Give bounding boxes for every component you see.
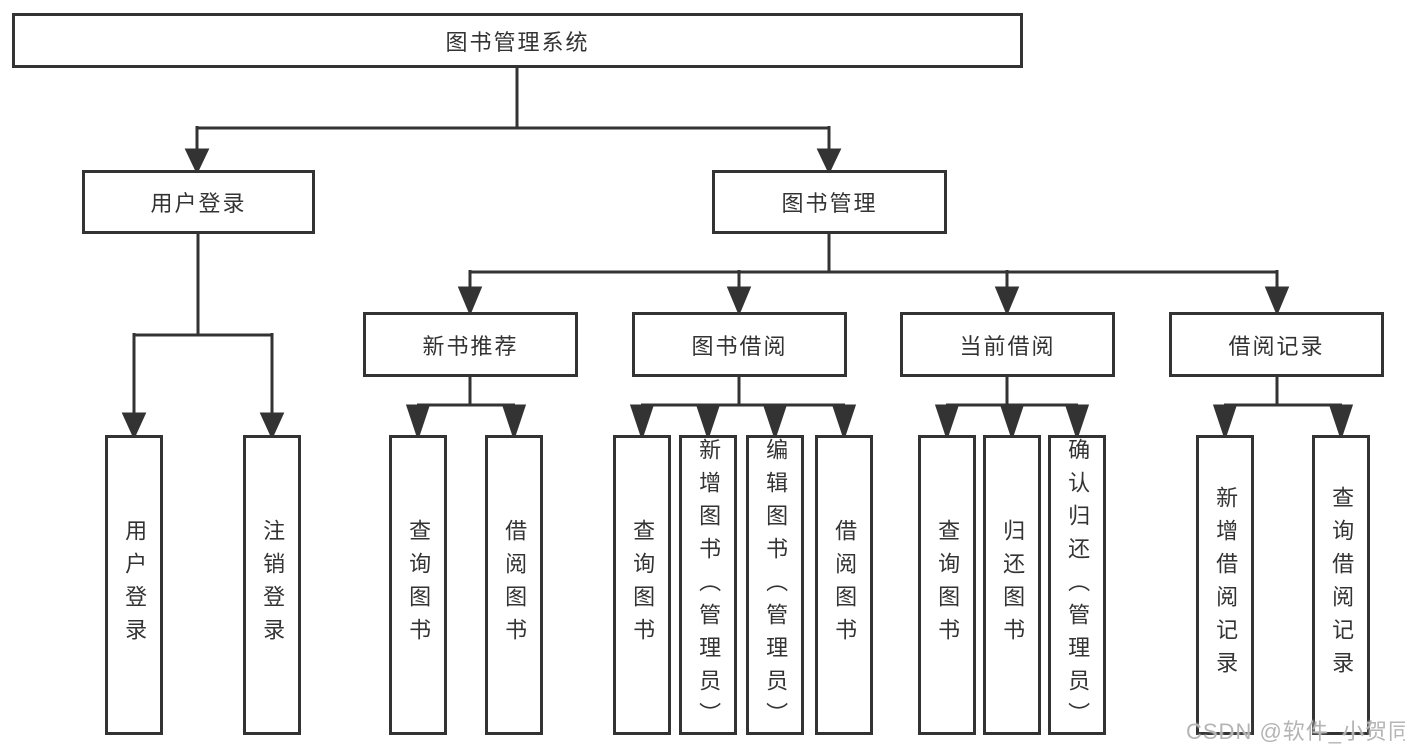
leaf-edit-book-admin: 编辑图书（管理员） bbox=[746, 435, 804, 735]
leaf-borrow-book-recommend: 借阅图书 bbox=[485, 435, 543, 735]
node-label: 编辑图书（管理员） bbox=[763, 438, 789, 735]
node-label: 注销登录 bbox=[260, 519, 286, 651]
node-label: 确认归还（管理员） bbox=[1065, 438, 1091, 735]
leaf-add-book-admin: 新增图书（管理员） bbox=[679, 435, 737, 735]
node-label: 借阅图书 bbox=[832, 519, 858, 651]
node-label: 新增借阅记录 bbox=[1213, 486, 1239, 684]
node-label: 查询图书 bbox=[935, 519, 961, 651]
leaf-borrow-book: 借阅图书 bbox=[815, 435, 873, 735]
node-label: 查询图书 bbox=[630, 519, 656, 651]
leaf-user-login: 用户登录 bbox=[105, 435, 163, 735]
csdn-watermark: CSDN @软件_小贺同学 bbox=[1186, 719, 1405, 744]
node-borrow-records: 借阅记录 bbox=[1169, 312, 1384, 377]
node-new-book-recommend: 新书推荐 bbox=[363, 312, 578, 377]
leaf-query-borrow-record: 查询借阅记录 bbox=[1312, 435, 1370, 735]
leaf-return-book: 归还图书 bbox=[983, 435, 1041, 735]
leaf-logout: 注销登录 bbox=[243, 435, 301, 735]
node-label: 用户登录 bbox=[122, 519, 148, 651]
node-root: 图书管理系统 bbox=[12, 13, 1023, 68]
node-label: 查询图书 bbox=[406, 519, 432, 651]
node-label: 归还图书 bbox=[1000, 519, 1026, 651]
node-current-borrow: 当前借阅 bbox=[900, 312, 1115, 377]
leaf-query-book-recommend: 查询图书 bbox=[389, 435, 447, 735]
node-label: 借阅图书 bbox=[502, 519, 528, 651]
leaf-add-borrow-record: 新增借阅记录 bbox=[1196, 435, 1254, 735]
node-book-mgmt: 图书管理 bbox=[712, 170, 947, 234]
node-label: 查询借阅记录 bbox=[1329, 486, 1355, 684]
node-user-login: 用户登录 bbox=[82, 170, 315, 234]
leaf-confirm-return-admin: 确认归还（管理员） bbox=[1048, 435, 1106, 735]
leaf-query-book-current: 查询图书 bbox=[918, 435, 976, 735]
node-label: 新增图书（管理员） bbox=[696, 438, 722, 735]
node-book-borrow: 图书借阅 bbox=[632, 312, 847, 377]
leaf-query-book-borrow: 查询图书 bbox=[613, 435, 671, 735]
